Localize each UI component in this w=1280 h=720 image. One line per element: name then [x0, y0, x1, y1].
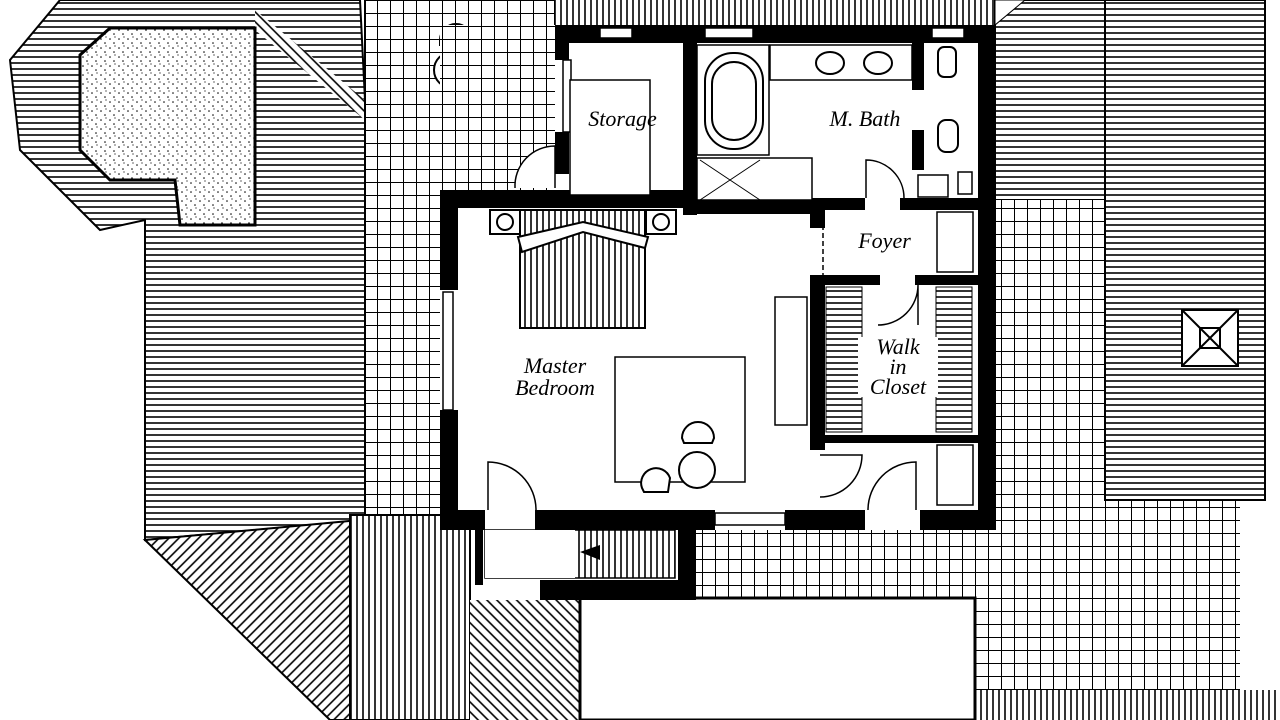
- room-label-bedroom: Master Bedroom: [495, 355, 615, 399]
- left-deck: [8, 0, 366, 542]
- room-label-closet-line3: Closet: [869, 374, 927, 399]
- door-swing: [487, 461, 537, 511]
- stair-arrow-icon: [580, 545, 600, 560]
- room-label-bedroom-line1: Master: [523, 353, 587, 378]
- shower: [696, 157, 813, 201]
- room-label-bedroom-line2: Bedroom: [515, 375, 595, 400]
- door-swing: [867, 461, 917, 511]
- dresser: [774, 296, 808, 426]
- room-label-closet-line1: Walk: [876, 334, 920, 359]
- room-label-storage: Storage: [588, 106, 657, 131]
- door-swing: [877, 284, 919, 326]
- lower-block: [578, 596, 977, 720]
- sink-icon: [863, 51, 893, 75]
- closet-rod: [935, 286, 973, 433]
- hot-tub: [78, 26, 257, 227]
- bottom-left-roof: [142, 518, 361, 720]
- room-label-foyer: Foyer: [858, 228, 911, 253]
- windows: [442, 27, 965, 526]
- walls: [440, 25, 996, 600]
- storage-shelf: [569, 79, 651, 196]
- room-label-bath: M. Bath: [829, 106, 901, 131]
- closet-rod: [825, 286, 863, 433]
- room-label-closet: Walk in Closet: [858, 334, 938, 399]
- door-swing: [865, 159, 905, 199]
- door-swing: [819, 454, 863, 498]
- desk: [614, 356, 746, 483]
- toilet-icon: [937, 119, 959, 153]
- sink-icon: [815, 51, 845, 75]
- skylight-icon: [1181, 309, 1239, 367]
- toilet-icon: [937, 46, 957, 78]
- room-label-closet-line2: in: [889, 354, 907, 379]
- door-swing: [514, 145, 556, 189]
- right-roof: [994, 0, 1106, 201]
